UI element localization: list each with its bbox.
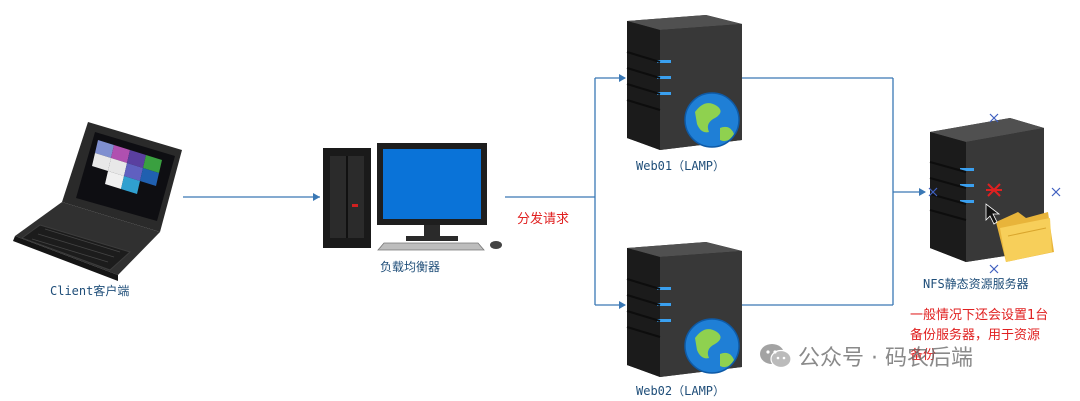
selection-handles xyxy=(928,113,1061,274)
web01-label: Web01（LAMP） xyxy=(636,159,726,173)
arrow-to-nfs xyxy=(919,188,926,196)
arrow-to-lb xyxy=(313,193,320,201)
watermark: 公众号 · 码农后端 xyxy=(758,340,973,372)
folder-icon xyxy=(996,212,1054,262)
arrow-to-web02 xyxy=(619,301,626,309)
cursor-icon xyxy=(985,203,1001,225)
arrow-to-web01 xyxy=(619,74,626,82)
selection-mark-icon xyxy=(986,183,1002,197)
backup-annotation-line-2: 备份服务器，用于资源 xyxy=(910,328,1041,343)
client-label: Client客户端 xyxy=(50,284,130,298)
backup-annotation-line-3: 备份 xyxy=(910,348,937,363)
nfs-label: NFS静态资源服务器 xyxy=(923,277,1029,291)
load-balancer-label: 负载均衡器 xyxy=(380,260,441,274)
wechat-icon xyxy=(760,344,792,369)
web02-label: Web02（LAMP） xyxy=(636,384,726,398)
backup-annotation-line-1: 一般情况下还会设置1台 xyxy=(910,308,1049,323)
watermark-text: 公众号 · 码农后端 xyxy=(798,346,973,371)
dispatch-request-label: 分发请求 xyxy=(517,212,570,227)
